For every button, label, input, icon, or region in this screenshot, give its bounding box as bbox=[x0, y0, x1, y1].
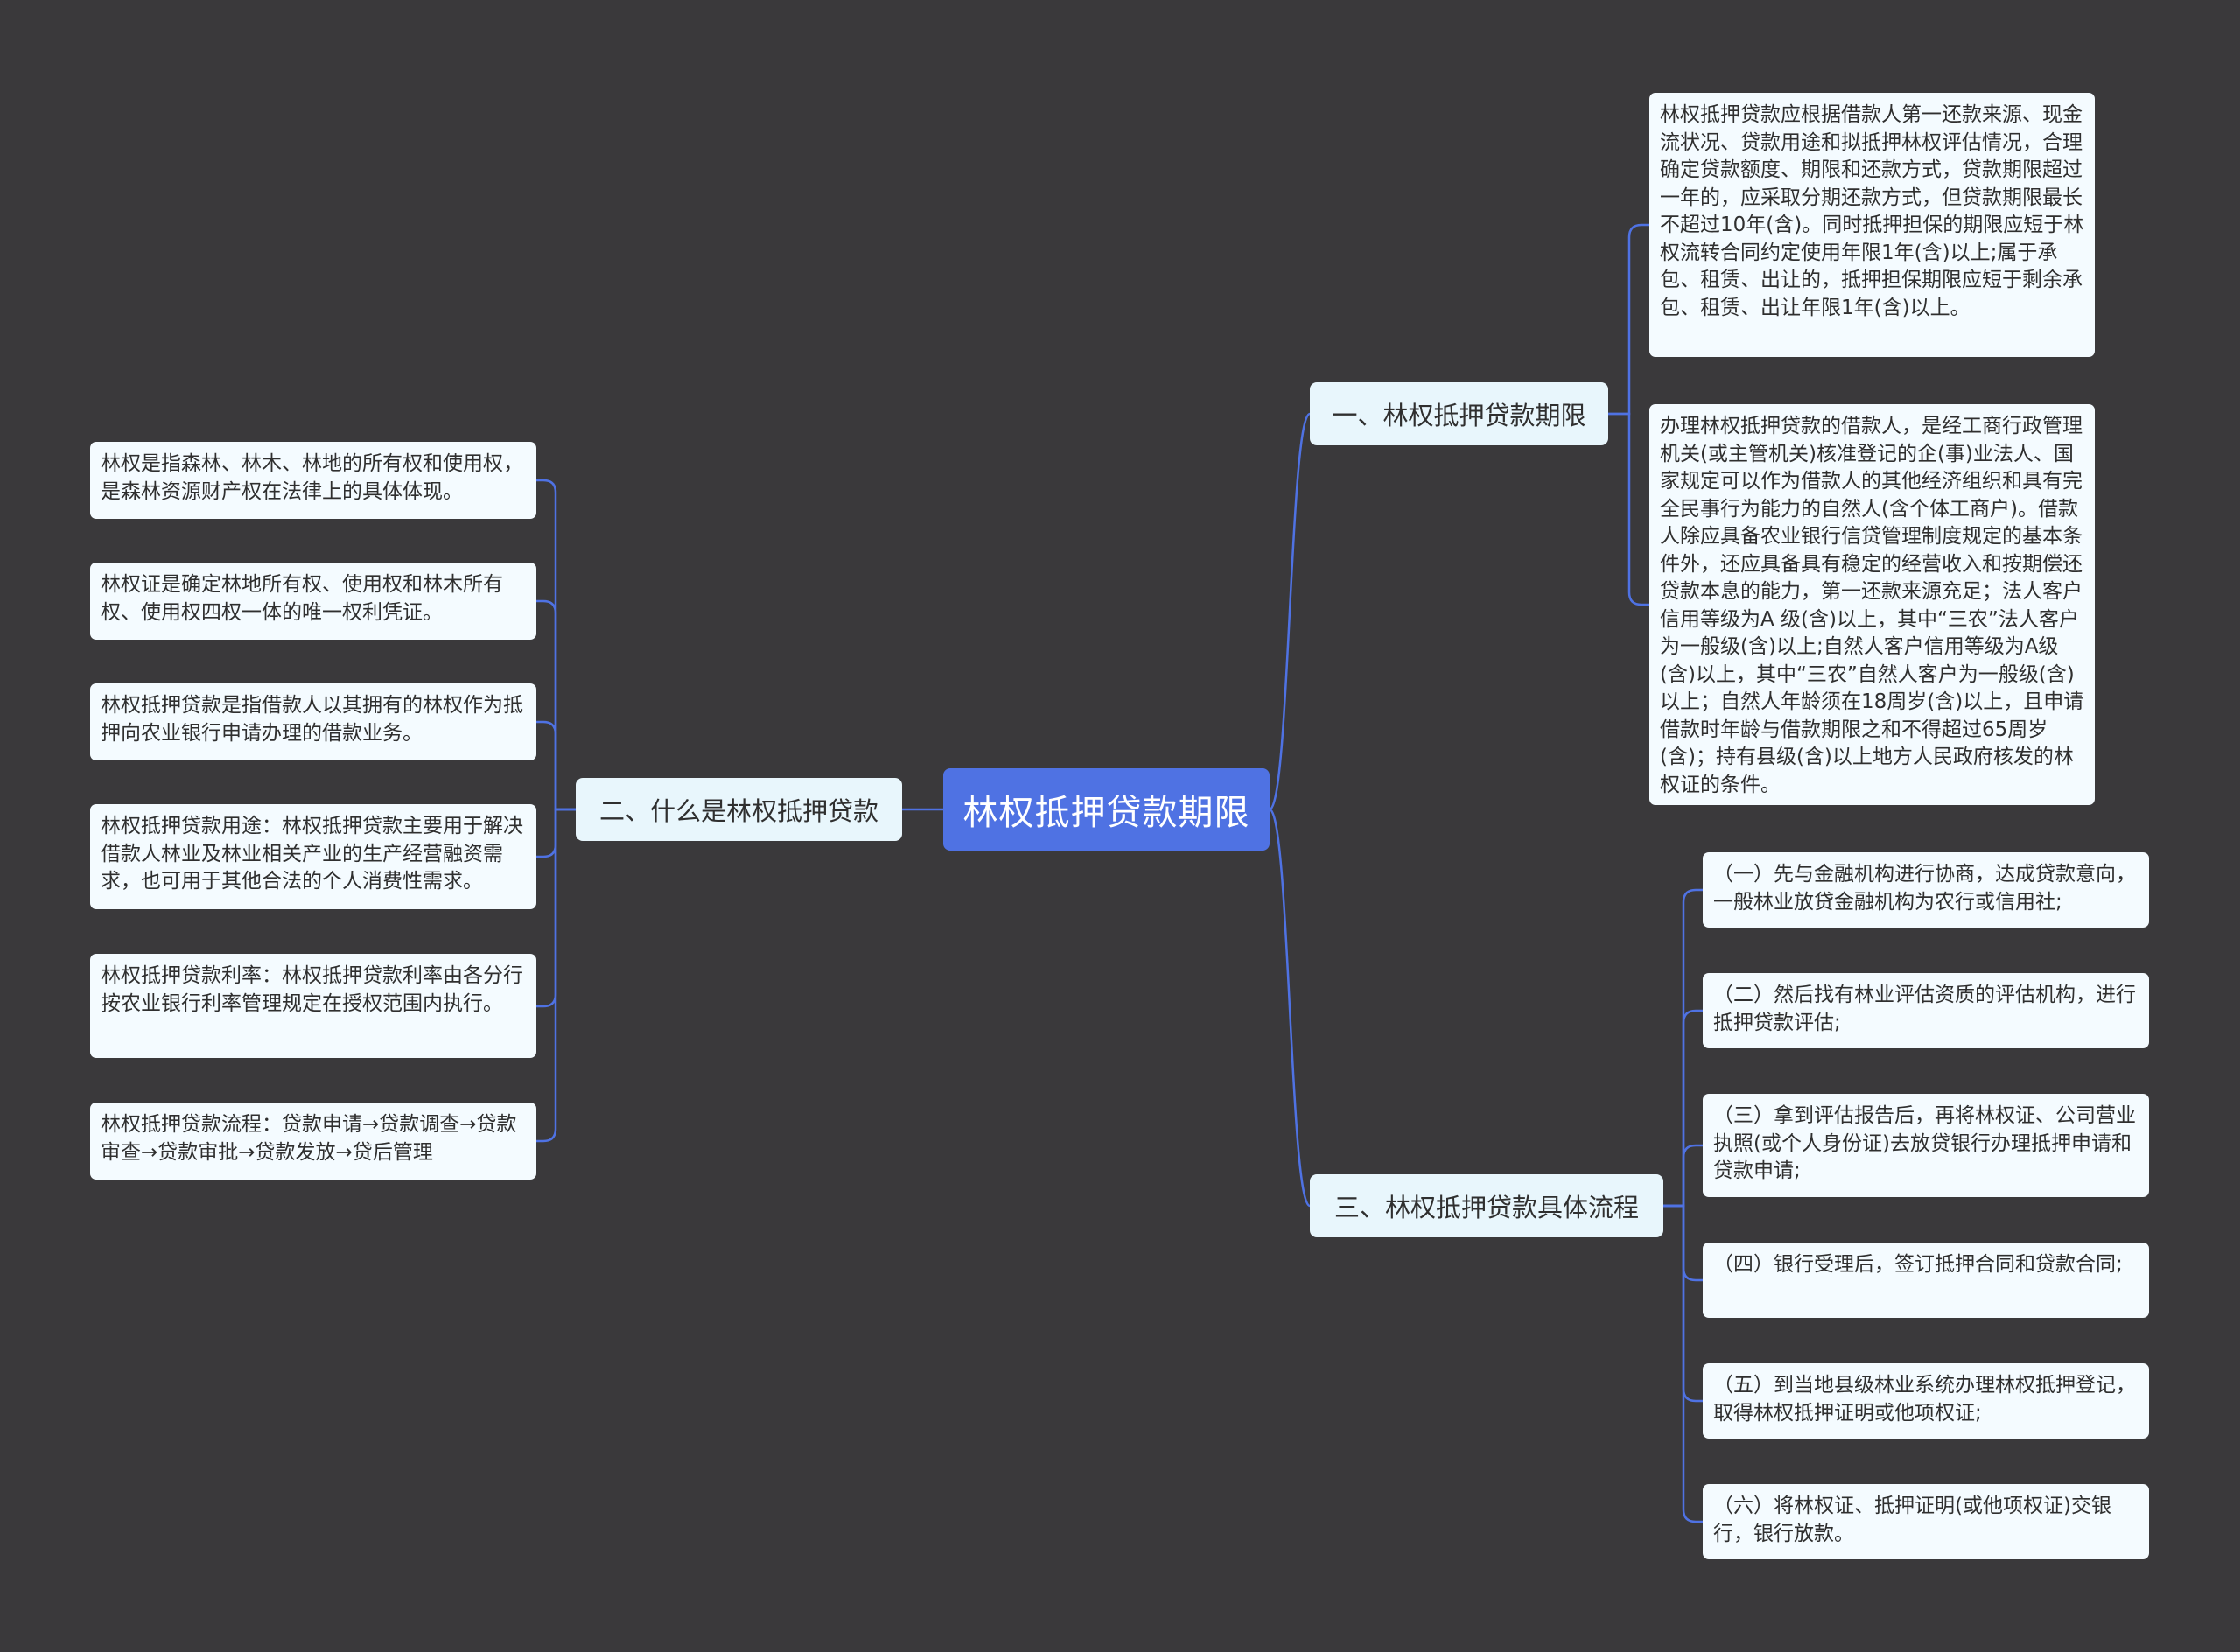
leaf-process-3[interactable]: （三）拿到评估报告后，再将林权证、公司营业执照(或个人身份证)去放贷银行办理抵押… bbox=[1703, 1094, 2149, 1197]
leaf-definition-2[interactable]: 林权证是确定林地所有权、使用权和林木所有权、使用权四权一体的唯一权利凭证。 bbox=[90, 563, 536, 640]
leaf-definition-1[interactable]: 林权是指森林、林木、林地的所有权和使用权，是森林资源财产权在法律上的具体体现。 bbox=[90, 442, 536, 519]
connector-branch-3-leaf-6 bbox=[1663, 1204, 1703, 1523]
branch-what-is-loan[interactable]: 二、什么是林权抵押贷款 bbox=[576, 778, 902, 841]
connector-branch-2-leaf-6 bbox=[536, 808, 576, 1143]
leaf-loan-term-2[interactable]: 办理林权抵押贷款的借款人，是经工商行政管理机关(或主管机关)核准登记的企(事)业… bbox=[1649, 404, 2095, 805]
leaf-process-6[interactable]: （六）将林权证、抵押证明(或他项权证)交银行，银行放款。 bbox=[1703, 1484, 2149, 1559]
connector-branch-2-leaf-2 bbox=[536, 599, 576, 811]
connector-branch-3-leaf-2 bbox=[1663, 1009, 1703, 1208]
branch-loan-term[interactable]: 一、林权抵押贷款期限 bbox=[1310, 382, 1608, 445]
connector-branch-1-leaf-2 bbox=[1608, 412, 1649, 606]
connector-root-branch-1 bbox=[1268, 412, 1312, 811]
leaf-process-1[interactable]: （一）先与金融机构进行协商，达成贷款意向，一般林业放贷金融机构为农行或信用社; bbox=[1703, 852, 2149, 928]
leaf-definition-5[interactable]: 林权抵押贷款利率：林权抵押贷款利率由各分行按农业银行利率管理规定在授权范围内执行… bbox=[90, 954, 536, 1058]
connector-branch-3-leaf-1 bbox=[1663, 888, 1703, 1208]
branch-loan-process[interactable]: 三、林权抵押贷款具体流程 bbox=[1310, 1174, 1663, 1237]
leaf-process-2[interactable]: （二）然后找有林业评估资质的评估机构，进行抵押贷款评估; bbox=[1703, 973, 2149, 1048]
leaf-process-4[interactable]: （四）银行受理后，签订抵押合同和贷款合同; bbox=[1703, 1242, 2149, 1318]
root-topic[interactable]: 林权抵押贷款期限 bbox=[943, 768, 1270, 850]
leaf-definition-3[interactable]: 林权抵押贷款是指借款人以其拥有的林权作为抵押向农业银行申请办理的借款业务。 bbox=[90, 683, 536, 760]
connector-branch-1-leaf-1 bbox=[1608, 223, 1649, 416]
connector-root-branch-3 bbox=[1268, 808, 1312, 1208]
connector-branch-2-leaf-1 bbox=[536, 479, 576, 811]
leaf-process-5[interactable]: （五）到当地县级林业系统办理林权抵押登记，取得林权抵押证明或他项权证; bbox=[1703, 1363, 2149, 1438]
connector-branch-2-leaf-3 bbox=[536, 720, 576, 811]
connector-branch-3-leaf-3 bbox=[1663, 1144, 1703, 1208]
leaf-definition-4[interactable]: 林权抵押贷款用途：林权抵押贷款主要用于解决借款人林业及林业相关产业的生产经营融资… bbox=[90, 804, 536, 909]
leaf-definition-6[interactable]: 林权抵押贷款流程：贷款申请→贷款调查→贷款审查→贷款审批→贷款发放→贷后管理 bbox=[90, 1102, 536, 1180]
leaf-loan-term-1[interactable]: 林权抵押贷款应根据借款人第一还款来源、现金流状况、贷款用途和拟抵押林权评估情况，… bbox=[1649, 93, 2095, 357]
